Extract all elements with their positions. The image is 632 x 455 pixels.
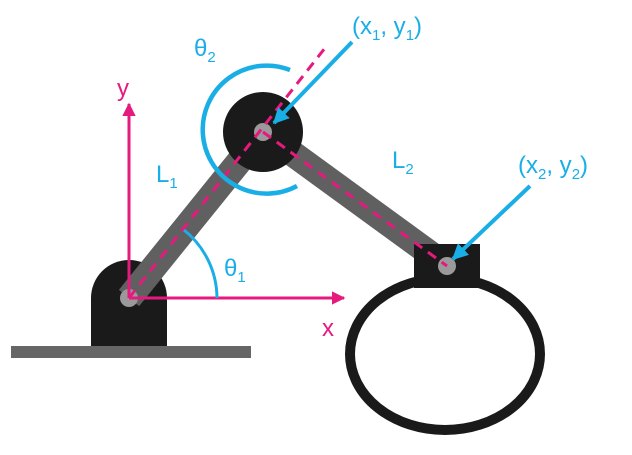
- ground-plate: [11, 346, 251, 358]
- l2-label: L2: [392, 147, 414, 178]
- link-2-centerline: [262, 130, 448, 268]
- point2-pointer: [451, 184, 532, 261]
- point2-label: (x2, y2): [518, 152, 588, 183]
- theta2-label: θ2: [194, 35, 216, 66]
- gripper-ring: [345, 273, 545, 435]
- point1-pointer: [272, 40, 354, 125]
- theta2-arc: [200, 63, 299, 196]
- theta1-arc: [183, 228, 219, 299]
- link-1-centerline: [127, 47, 327, 299]
- theta1-label: θ1: [224, 255, 246, 286]
- x-axis-label: x: [322, 315, 334, 342]
- l1-label: L1: [156, 161, 178, 192]
- y-axis-label: y: [117, 75, 129, 102]
- point1-label: (x1, y1): [352, 13, 422, 44]
